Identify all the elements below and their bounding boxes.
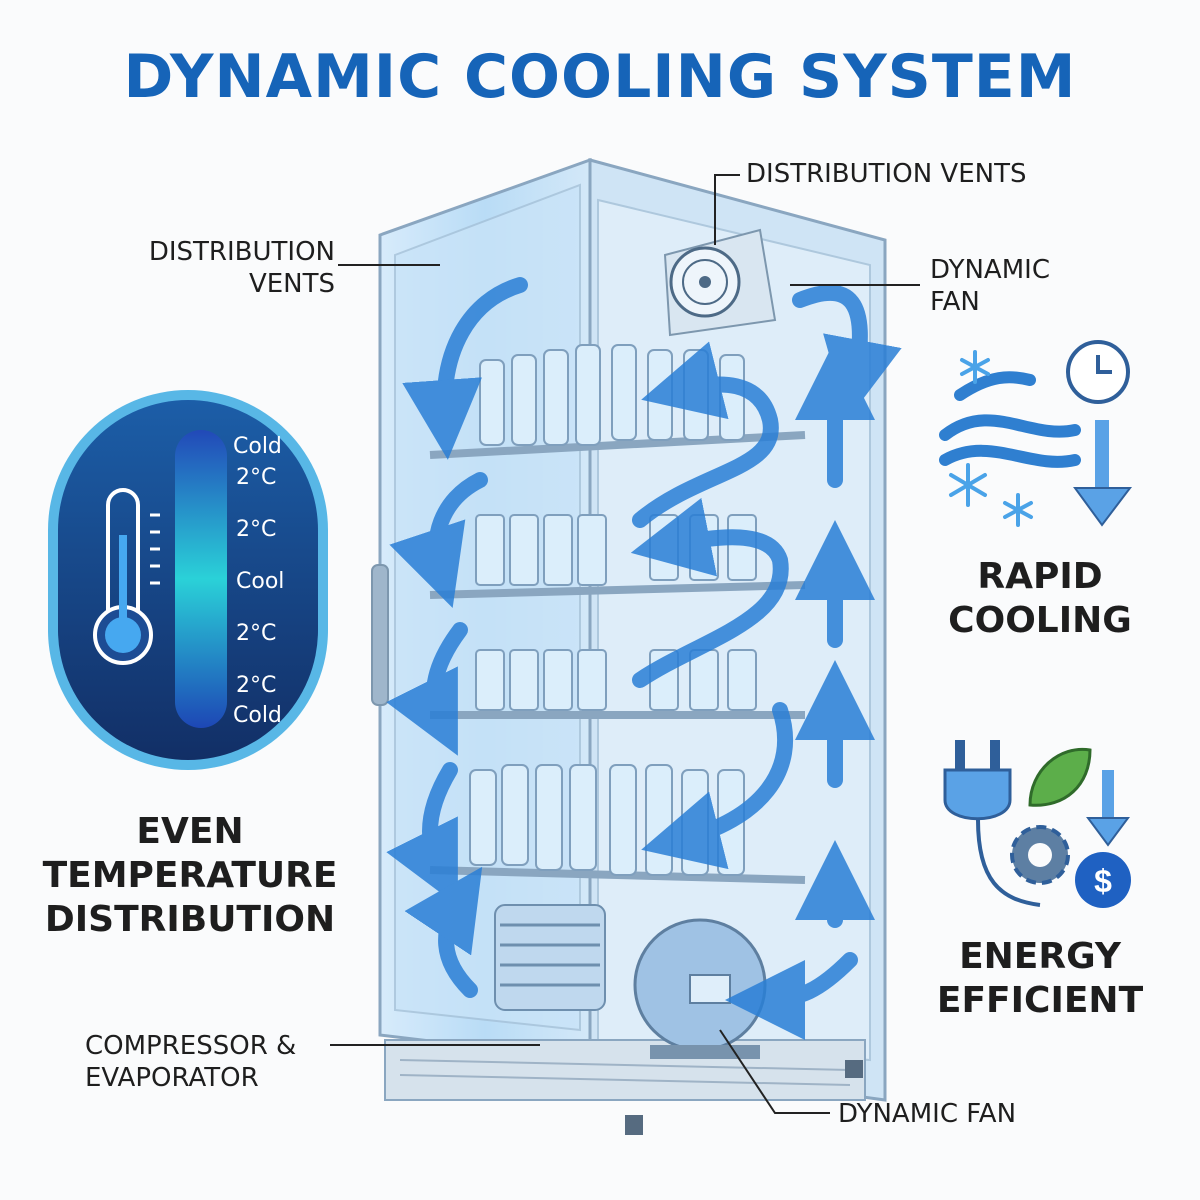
distribution-vents-label: DISTRIBUTION VENTS [746,159,1027,189]
energy-efficient-caption: ENERGY EFFICIENT [936,936,1144,1021]
scale-value: 2°C [236,673,277,698]
down-arrow-icon [1073,420,1133,527]
dynamic-fan-bottom-label: DYNAMIC FAN [838,1099,1017,1129]
top-fan [663,228,777,337]
scale-value: 2°C [236,465,277,490]
plug-icon [943,740,1041,907]
wind-icon [939,371,1081,468]
leaf-icon [1028,747,1092,807]
page-title: DYNAMIC COOLING SYSTEM [123,42,1077,112]
distribution-vents-left-label: DISTRIBUTION VENTS [148,237,335,299]
scale-value: 2°C [236,621,277,646]
dollar-icon: $ [1075,852,1131,908]
scale-value: Cool [236,569,285,594]
scale-value: 2°C [236,517,277,542]
leader-lines [330,174,920,1114]
scale-top-label: Cold [233,434,282,459]
door-handle [371,564,389,706]
airflow-arrows [386,277,902,1040]
dynamic-fan-top-label: DYNAMIC FAN [930,255,1050,317]
rapid-cooling-icon [939,340,1133,527]
thermometer-icon [93,488,160,665]
gear-icon [1010,825,1070,885]
scale-bottom-label: Cold [233,703,282,728]
temperature-badge [48,390,328,770]
rapid-cooling-caption: RAPID COOLING [948,556,1132,641]
snowflake-icon [949,350,1033,527]
compressor-evaporator-label: COMPRESSOR & EVAPORATOR [85,1031,297,1093]
even-temperature-caption: EVEN TEMPERATURE DISTRIBUTION [42,811,338,940]
down-arrow-icon [1086,770,1130,847]
temperature-gradient-bar [175,430,227,728]
energy-efficient-icon: $ [943,740,1131,908]
svg-text:$: $ [1094,863,1112,899]
